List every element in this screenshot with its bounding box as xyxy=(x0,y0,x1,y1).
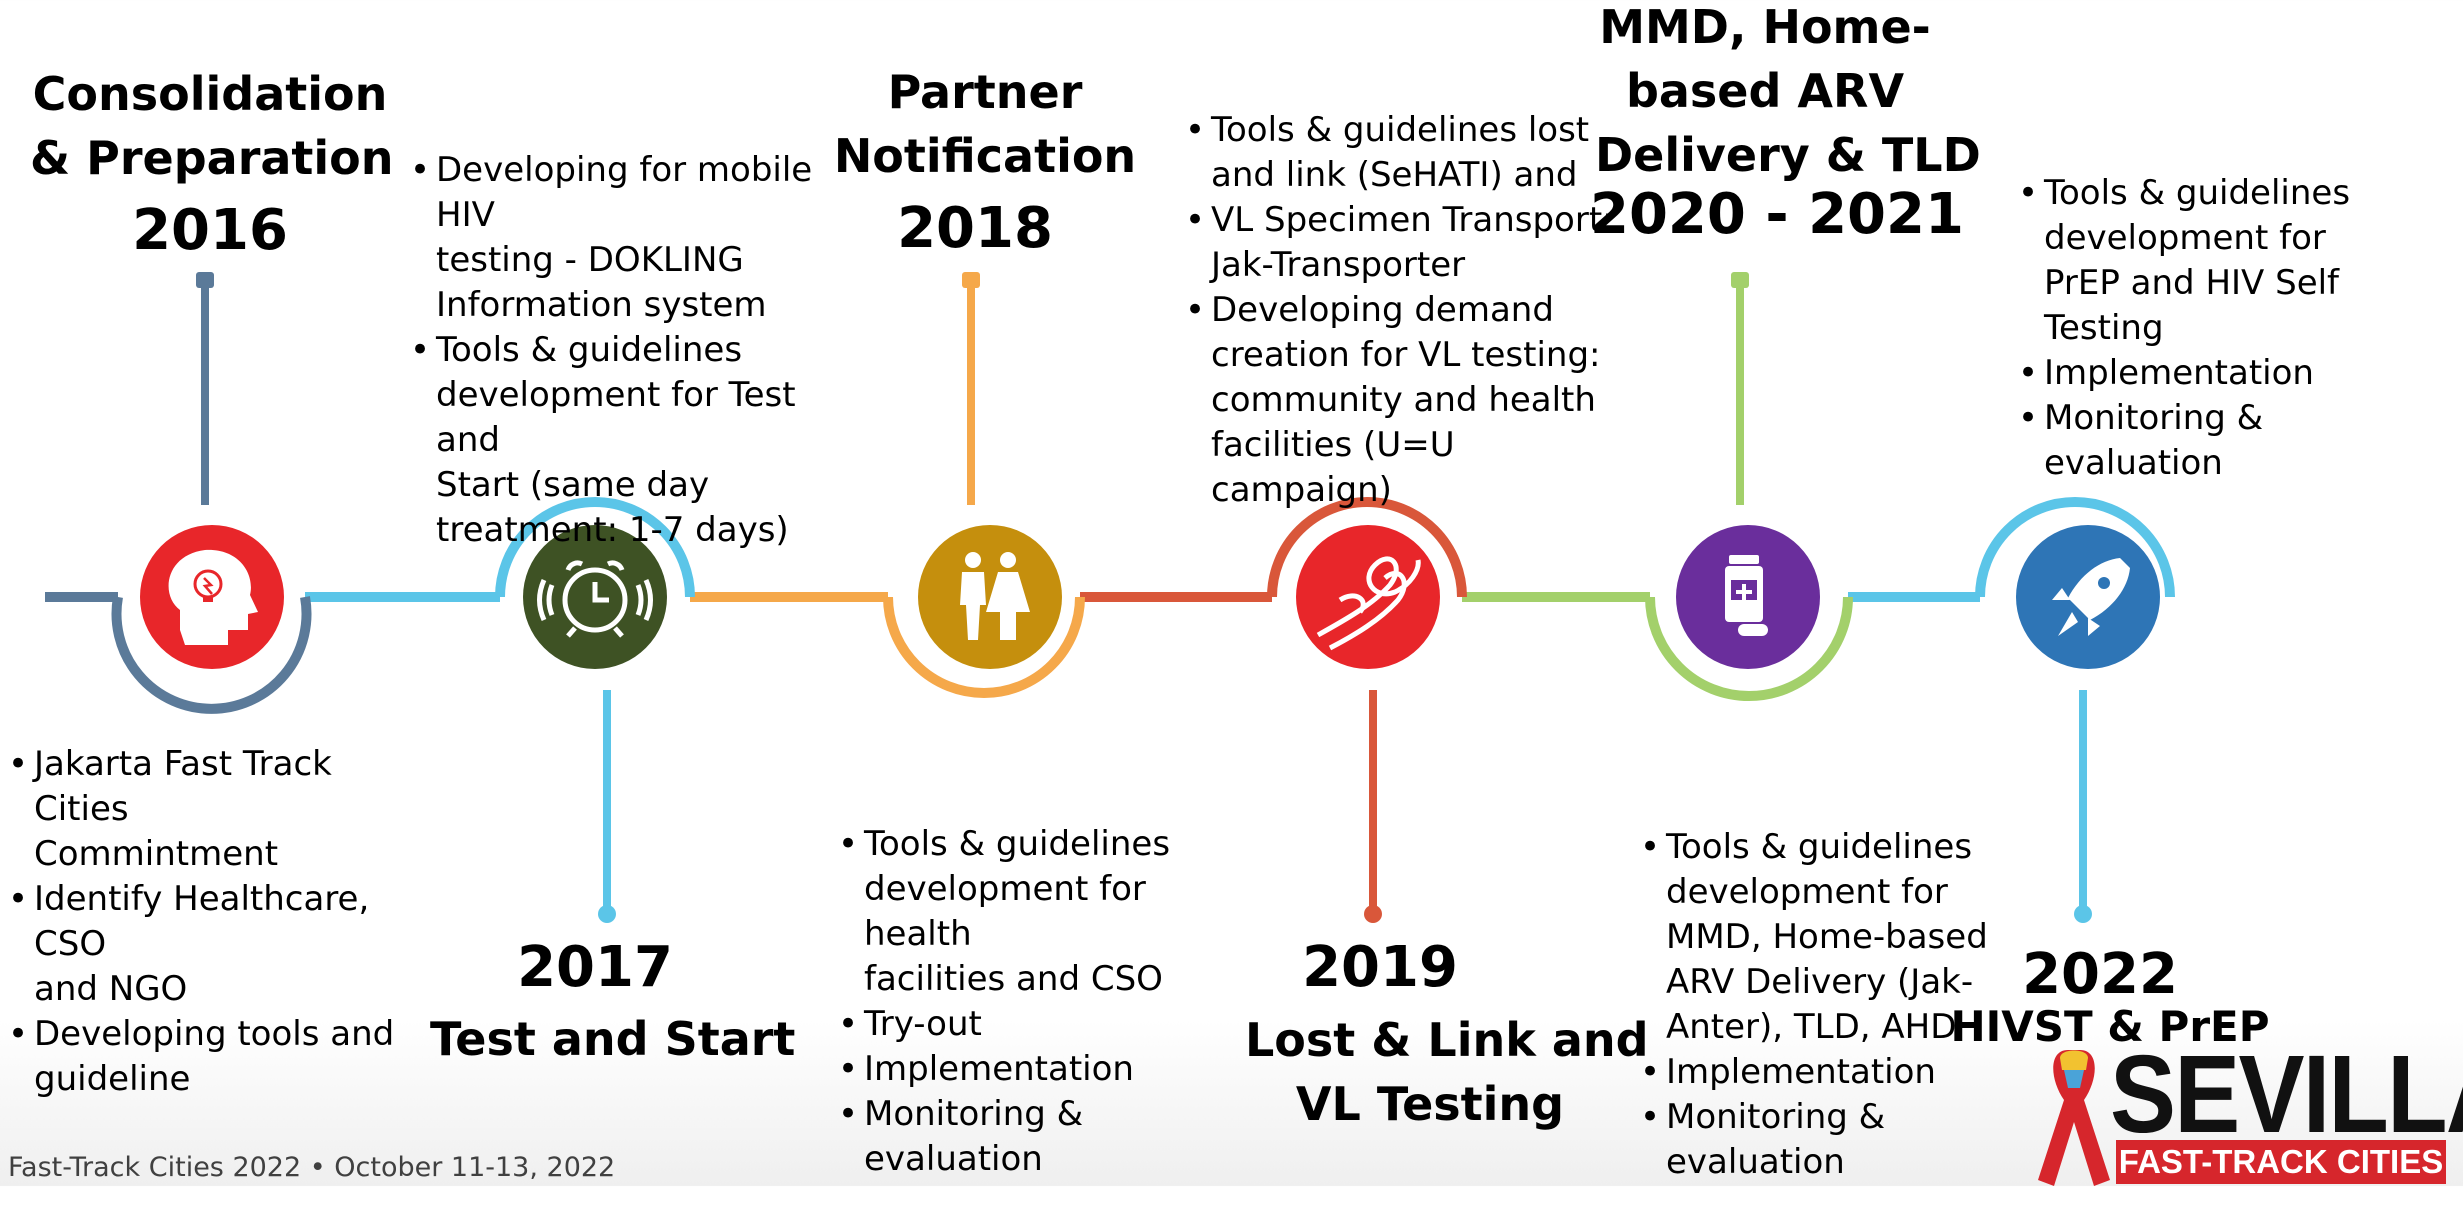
milestone-title-line: Notification xyxy=(833,129,1137,183)
alarm-clock-icon xyxy=(537,560,653,638)
milestone-year-2019: 2019 xyxy=(1302,935,1458,1000)
milestone-title-line: HIVST & PrEP xyxy=(1950,1002,2270,1051)
milestone-title-line: MMD, Home- xyxy=(1599,0,1931,54)
milestone-title-2020: MMD, Home- based ARV Delivery & TLD xyxy=(1595,0,1981,187)
milestone-title-line: Consolidation xyxy=(32,67,388,121)
milestone-title-2019: Lost & Link and VL Testing xyxy=(1245,1008,1649,1136)
knot-icon xyxy=(1316,556,1421,651)
milestone-year-2020: 2020 - 2021 xyxy=(1590,182,1964,247)
milestone-title-2017: Test and Start xyxy=(430,1007,796,1071)
bullet-item: Try-out xyxy=(838,1002,1258,1047)
head-lightbulb-icon xyxy=(168,549,258,645)
logo-wordmark: SEVILLA xyxy=(2110,1033,2463,1156)
milestone-title-2016: Consolidation & Preparation xyxy=(30,62,394,190)
couple-icon xyxy=(960,552,1030,640)
milestone-ring-2017 xyxy=(495,497,695,923)
milestone-title-line: VL Testing xyxy=(1295,1077,1565,1131)
milestone-title-line: based ARV xyxy=(1625,64,1905,118)
bullet-item: Monitoring &evaluation xyxy=(2018,396,2438,486)
milestone-title-line: Partner xyxy=(887,65,1083,119)
bullet-item: Monitoring & evaluation xyxy=(838,1092,1258,1182)
milestone-title-line: Lost & Link and xyxy=(1245,1013,1649,1067)
logo-band-text: FAST-TRACK CITIES 2022 xyxy=(2116,1140,2446,1224)
milestone-year-2022: 2022 xyxy=(2022,942,2178,1007)
bullet-item: Monitoring &evaluation xyxy=(1640,1095,2020,1185)
bullet-item: Implementation xyxy=(2018,351,2438,396)
milestone-title-2018: Partner Notification xyxy=(830,60,1140,188)
rocket-icon xyxy=(2052,558,2130,636)
sevilla-fast-track-logo: SEVILLA FAST-TRACK CITIES 2022 xyxy=(2030,1040,2463,1224)
bullet-item: VL Specimen Transport:Jak-Transporter xyxy=(1185,198,1625,288)
bullet-item: Implementation xyxy=(838,1047,1258,1092)
awareness-ribbon-icon xyxy=(2038,1050,2110,1186)
timeline-graphic xyxy=(45,272,2175,923)
milestone-title-2022: HIVST & PrEP xyxy=(1945,995,2275,1059)
milestone-ring-2018 xyxy=(883,272,1085,698)
bullet-item: Implementation xyxy=(1640,1050,2020,1095)
milestone-year-2016: 2016 xyxy=(132,198,288,263)
footer-text: Fast-Track Cities 2022 • October 11-13, … xyxy=(8,1152,616,1183)
milestone-year-2018: 2018 xyxy=(897,196,1053,261)
milestone-ring-2019 xyxy=(1267,497,1467,923)
milestone-title-line: Test and Start xyxy=(430,1012,796,1066)
milestone-title-line: Delivery & TLD xyxy=(1595,128,1981,182)
milestone-title-line: & Preparation xyxy=(30,131,394,185)
medicine-bottle-icon xyxy=(1725,555,1768,636)
milestone-year-2017: 2017 xyxy=(517,935,673,1000)
